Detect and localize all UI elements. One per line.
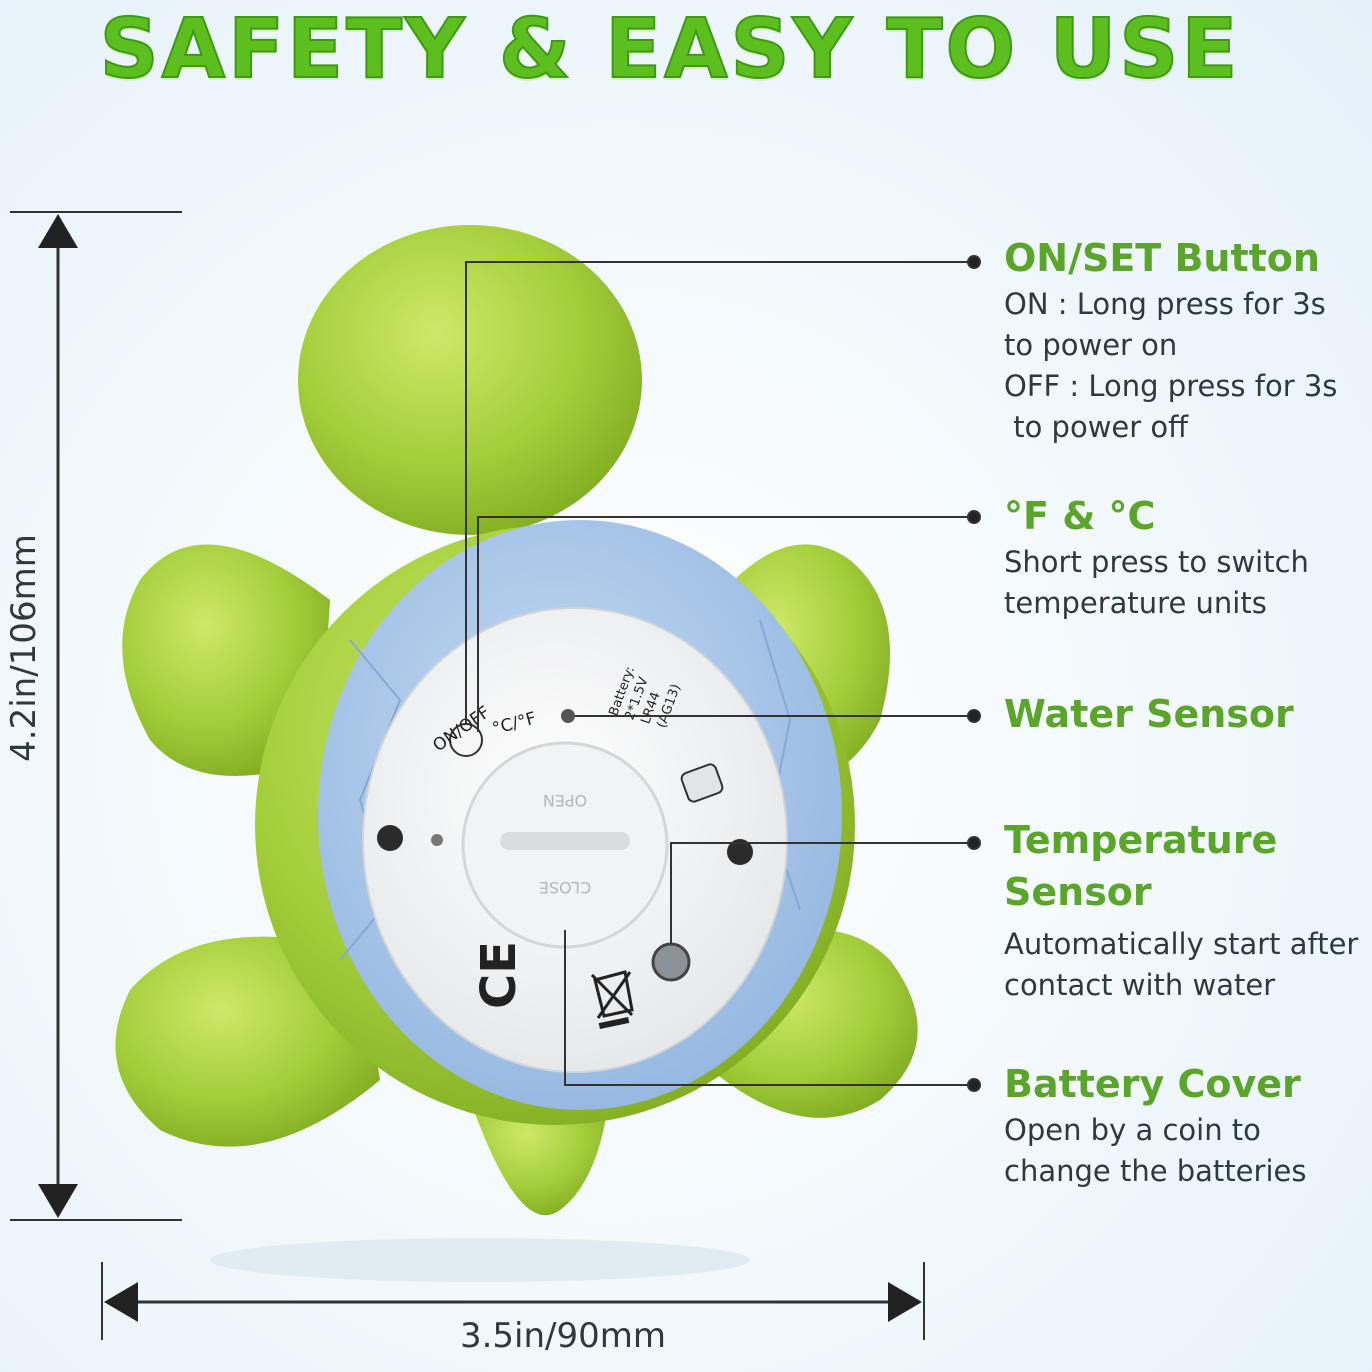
- feature-unit-switch: °F & °C Short press to switch temperatur…: [1004, 490, 1372, 624]
- open-label: OPEN: [543, 791, 587, 810]
- battery-icon: [680, 763, 724, 803]
- feature-name-line2: Sensor: [1004, 870, 1152, 914]
- height-label: 4.2in/106mm: [4, 534, 44, 762]
- feature-desc-line: OFF : Long press for 3s: [1004, 369, 1338, 403]
- feature-name: Water Sensor: [1004, 692, 1294, 736]
- feature-desc-line: to power on: [1004, 328, 1178, 362]
- width-dimension-marker: [101, 1262, 925, 1340]
- feature-desc-line: ON : Long press for 3s: [1004, 287, 1326, 321]
- feature-desc-line: Open by a coin to: [1004, 1113, 1261, 1147]
- feature-water-sensor: Water Sensor: [1004, 688, 1372, 740]
- callout-lines: [465, 255, 981, 1092]
- width-label: 3.5in/90mm: [459, 1316, 667, 1356]
- weee-bin-icon: [590, 970, 634, 1030]
- height-dimension-marker: [10, 211, 182, 1221]
- ce-mark: CE: [471, 941, 527, 1009]
- feature-name: °F & °C: [1004, 494, 1156, 538]
- feature-desc-line: Short press to switch: [1004, 545, 1309, 579]
- feature-desc-line: temperature units: [1004, 586, 1267, 620]
- feature-desc-line: change the batteries: [1004, 1154, 1307, 1188]
- feature-temperature-sensor: Temperature Sensor Automatically start a…: [1004, 814, 1372, 1006]
- feature-name: Temperature: [1004, 818, 1278, 862]
- close-label: CLOSE: [539, 878, 591, 897]
- page-title: SAFETY & EASY TO USE: [99, 1, 1241, 98]
- feature-name: Battery Cover: [1004, 1062, 1301, 1106]
- turtle-thermometer: ON/OFF °C/°F Battery: 2*1.5V LR44 (AG13)…: [115, 225, 918, 1282]
- feature-desc-line: Automatically start after: [1004, 927, 1359, 961]
- feature-battery-cover: Battery Cover Open by a coin to change t…: [1004, 1058, 1372, 1192]
- feature-desc-line: to power off: [1004, 410, 1189, 444]
- feature-on-set-button: ON/SET Button ON : Long press for 3s to …: [1004, 232, 1372, 448]
- feature-name: ON/SET Button: [1004, 236, 1320, 280]
- feature-desc-line: contact with water: [1004, 968, 1276, 1002]
